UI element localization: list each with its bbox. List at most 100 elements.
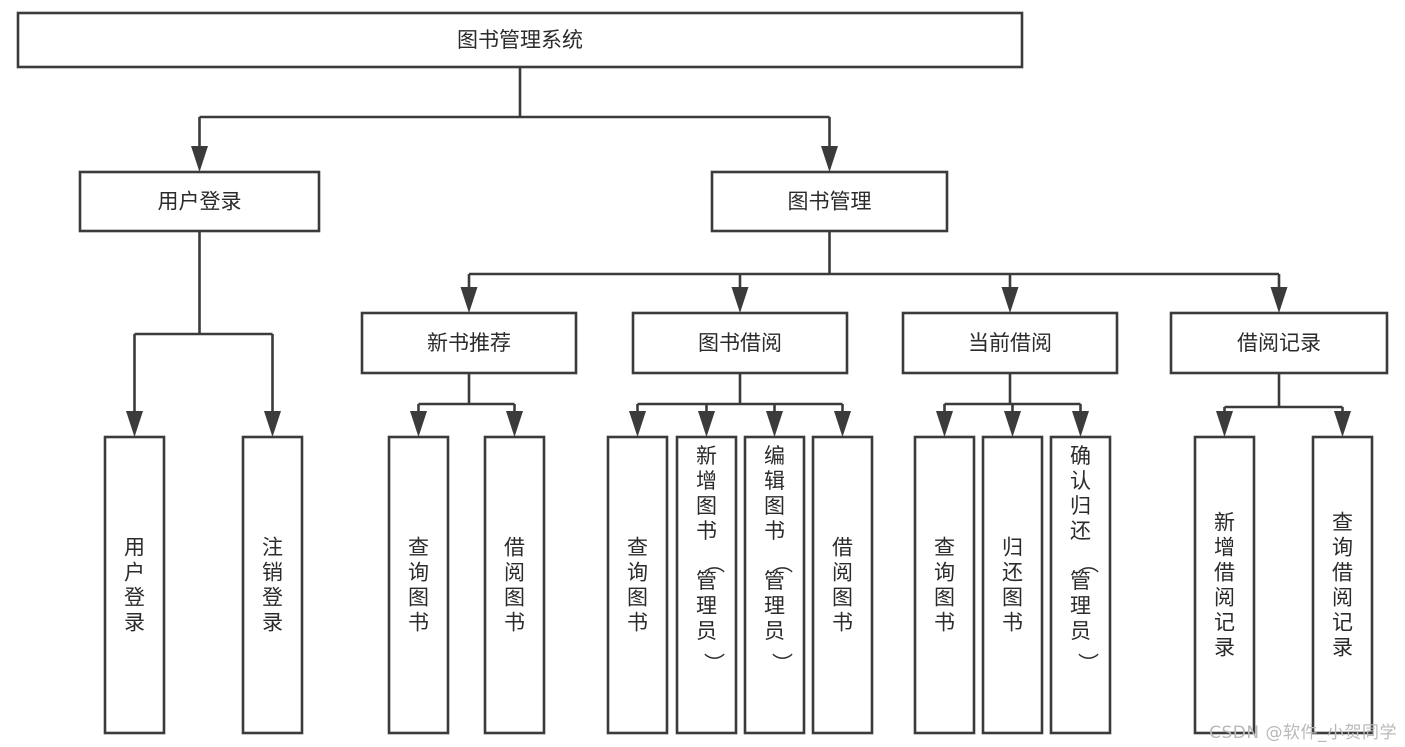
arrow-head-icon — [821, 146, 838, 172]
arrow-head-icon — [731, 287, 749, 313]
node-label-char: 询 — [1332, 536, 1353, 560]
node-label-char: 图 — [934, 586, 955, 610]
node-label-char: 图 — [832, 586, 853, 610]
node-layer: 图书管理系统用户登录图书管理新书推荐图书借阅当前借阅借阅记录用户登录注销登录查询… — [16, 11, 1389, 735]
node-box[interactable] — [675, 435, 738, 735]
node-level2-book-borrow[interactable]: 图书借阅 — [631, 311, 849, 375]
node-label-char: 书 — [1002, 611, 1023, 635]
node-label-char: 阅 — [504, 561, 525, 585]
node-level1-book-manage[interactable]: 图书管理 — [710, 170, 949, 233]
node-label-char: 辑 — [764, 469, 785, 493]
node-label-char: 新 — [1214, 511, 1235, 535]
node-box[interactable] — [811, 435, 874, 735]
arrow-head-icon — [1270, 287, 1288, 313]
node-label-char: 书 — [832, 611, 853, 635]
node-label-char: 录 — [1332, 636, 1353, 660]
node-label-char: 借 — [504, 536, 525, 560]
arrow-head-icon — [460, 287, 478, 313]
node-label-char: （ — [770, 553, 794, 574]
node-box[interactable] — [710, 170, 949, 233]
node-box[interactable] — [483, 435, 546, 735]
node-label-char: 图 — [696, 494, 717, 518]
node-label-char: 销 — [262, 561, 283, 585]
node-level2-borrow-record[interactable]: 借阅记录 — [1169, 311, 1389, 375]
node-label-char: 录 — [1214, 636, 1235, 660]
arrow-head-icon — [629, 411, 646, 437]
node-label-char: ） — [770, 653, 794, 674]
node-label-char: 认 — [1070, 469, 1091, 493]
node-label-char: 阅 — [1214, 586, 1235, 610]
node-box[interactable] — [981, 435, 1044, 735]
node-label-char: 书 — [504, 611, 525, 635]
node-label-char: 书 — [408, 611, 429, 635]
node-label-char: 增 — [696, 469, 717, 493]
node-label-char: 归 — [1070, 494, 1091, 518]
node-label-char: 员 — [696, 619, 717, 643]
node-box[interactable] — [241, 435, 304, 735]
node-box[interactable] — [1311, 435, 1374, 735]
arrow-head-icon — [1216, 411, 1233, 437]
node-label-char: 图 — [627, 586, 648, 610]
node-label-char: 查 — [627, 536, 648, 560]
node-label-char: 图 — [764, 494, 785, 518]
node-box[interactable] — [387, 435, 450, 735]
node-label-char: 查 — [934, 536, 955, 560]
arrow-head-icon — [834, 411, 851, 437]
node-label-char: 确 — [1070, 444, 1091, 468]
node-label: 用户登录 — [158, 190, 242, 214]
node-label-char: 借 — [832, 536, 853, 560]
node-label-char: ） — [1076, 653, 1100, 674]
node-leaf-leaf-user-login[interactable]: 用户登录 — [103, 435, 166, 735]
node-box[interactable] — [631, 311, 849, 375]
node-label-char: 询 — [408, 561, 429, 585]
node-box[interactable] — [606, 435, 669, 735]
node-box[interactable] — [743, 435, 806, 735]
node-box[interactable] — [360, 311, 578, 375]
arrow-head-icon — [1334, 411, 1351, 437]
node-label-char: 阅 — [832, 561, 853, 585]
arrow-head-icon — [1072, 411, 1089, 437]
node-label-char: 归 — [1002, 536, 1023, 560]
node-label-char: 书 — [627, 611, 648, 635]
node-label-char: 书 — [696, 519, 717, 543]
node-label-char: 注 — [262, 536, 283, 560]
node-label-char: 还 — [1070, 519, 1091, 543]
arrow-head-icon — [936, 411, 953, 437]
node-label-char: 理 — [764, 594, 785, 618]
arrow-head-icon — [698, 411, 715, 437]
node-level1-user-login[interactable]: 用户登录 — [78, 170, 321, 233]
node-level2-current-borrow[interactable]: 当前借阅 — [901, 311, 1119, 375]
node-box[interactable] — [78, 170, 321, 233]
node-root-root[interactable]: 图书管理系统 — [16, 11, 1024, 69]
node-box[interactable] — [103, 435, 166, 735]
node-box[interactable] — [1169, 311, 1389, 375]
node-label-char: 询 — [934, 561, 955, 585]
arrow-head-icon — [126, 411, 143, 437]
node-label-char: 借 — [1332, 561, 1353, 585]
node-label-char: 新 — [696, 444, 717, 468]
node-label-char: 用 — [124, 536, 145, 560]
node-label-char: （ — [702, 553, 726, 574]
arrow-head-icon — [264, 411, 281, 437]
node-box[interactable] — [1193, 435, 1256, 735]
node-box[interactable] — [901, 311, 1119, 375]
node-box[interactable] — [16, 11, 1024, 69]
node-box[interactable] — [913, 435, 976, 735]
node-label: 借阅记录 — [1237, 331, 1321, 355]
node-label-char: 理 — [696, 594, 717, 618]
node-label-char: 图 — [1002, 586, 1023, 610]
node-box[interactable] — [1049, 435, 1112, 735]
node-level2-new-book-recommend[interactable]: 新书推荐 — [360, 311, 578, 375]
